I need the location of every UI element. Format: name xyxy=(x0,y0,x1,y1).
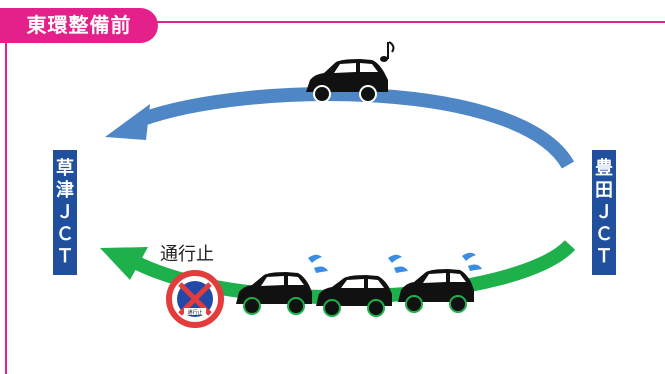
jct-char: Ｔ xyxy=(56,245,74,267)
jct-char: Ｔ xyxy=(595,245,613,267)
music-note-icon xyxy=(380,41,395,62)
closure-sign-text: 通行止 xyxy=(187,309,202,316)
sweat-drop-icon xyxy=(308,254,328,273)
congested-car-1 xyxy=(236,272,312,315)
congested-car-3 xyxy=(398,269,474,313)
toyota-jct-label: 豊 田 Ｊ Ｃ Ｔ xyxy=(592,150,616,275)
page-title: 東環整備前 xyxy=(0,8,158,43)
jct-char: 田 xyxy=(595,179,613,201)
jct-char: Ｃ xyxy=(56,223,74,245)
jct-char: Ｊ xyxy=(595,201,613,223)
jct-char: Ｊ xyxy=(56,201,74,223)
sweat-drop-icon xyxy=(462,252,482,271)
sweat-drop-icon xyxy=(388,254,408,273)
jct-char: 津 xyxy=(56,179,74,201)
frame-top-line xyxy=(152,21,665,23)
free-flow-car xyxy=(306,59,388,103)
frame-left-line xyxy=(5,40,7,374)
jct-char: 豊 xyxy=(595,157,613,179)
jct-char: Ｃ xyxy=(595,223,613,245)
no-entry-sign-icon xyxy=(166,270,224,328)
jct-char: 草 xyxy=(56,157,74,179)
upper-flow-arrow xyxy=(105,87,575,169)
kusatsu-jct-label: 草 津 Ｊ Ｃ Ｔ xyxy=(53,150,77,275)
road-closure-label: 通行止 xyxy=(160,244,214,265)
congested-car-2 xyxy=(316,275,392,317)
